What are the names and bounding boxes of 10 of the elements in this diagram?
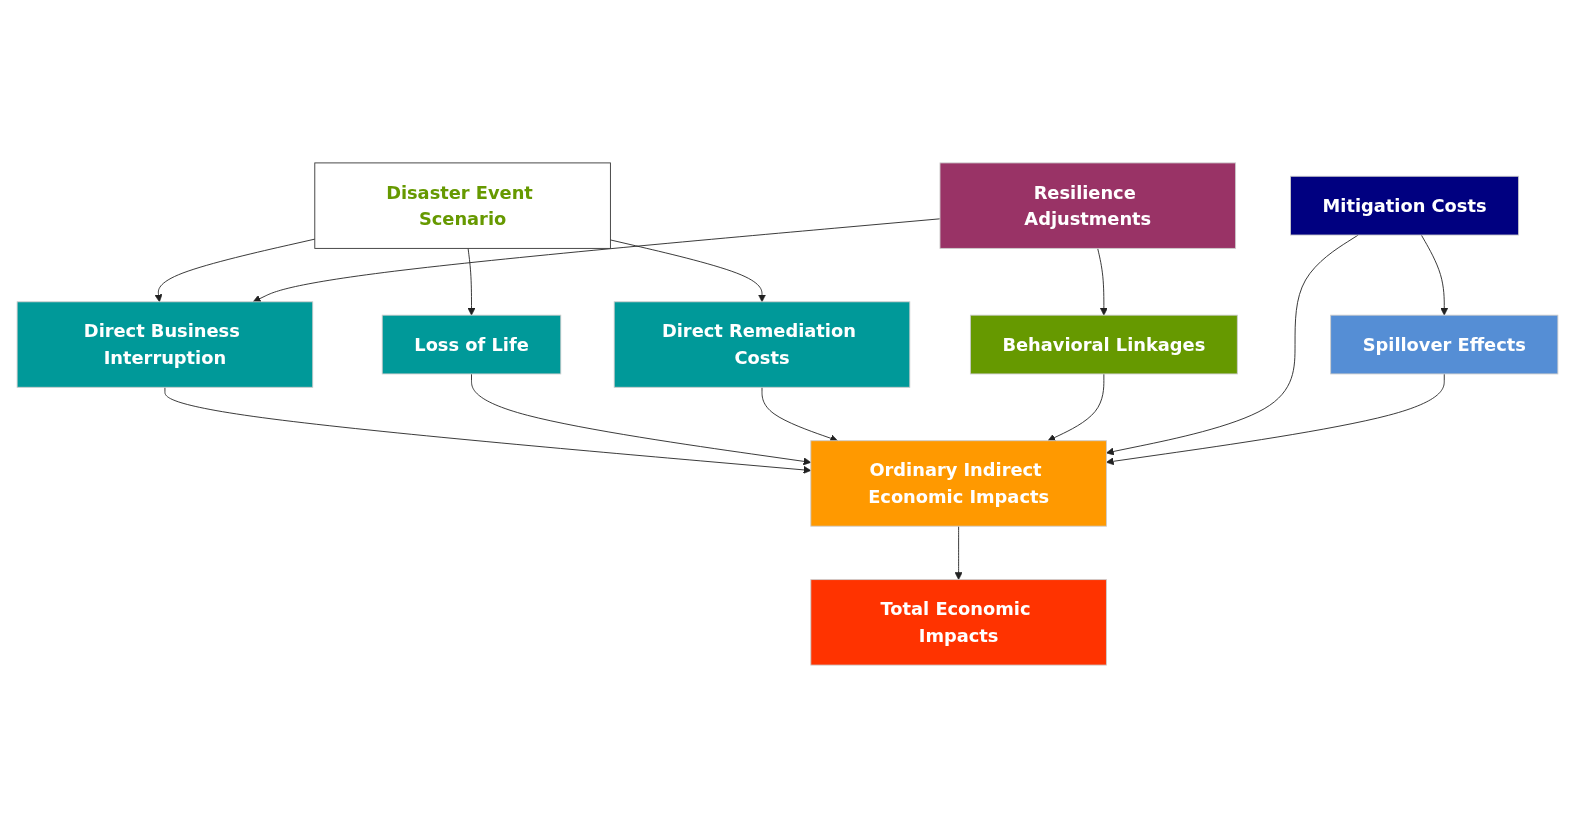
node-box: Behavioral Linkages [969, 314, 1238, 375]
node-box: Spillover Effects [1330, 314, 1559, 375]
node-box: Total Economic Impacts [810, 579, 1107, 666]
node-box: Direct Business Interruption [16, 301, 314, 388]
node-box: Loss of Life [381, 314, 562, 375]
node-box: Disaster Event Scenario [314, 162, 611, 249]
node-box: Mitigation Costs [1290, 175, 1520, 236]
node-box: Direct Remediation Costs [613, 301, 911, 388]
node-box: Ordinary Indirect Economic Impacts [810, 440, 1107, 527]
node-box: Resilience Adjustments [939, 162, 1237, 249]
